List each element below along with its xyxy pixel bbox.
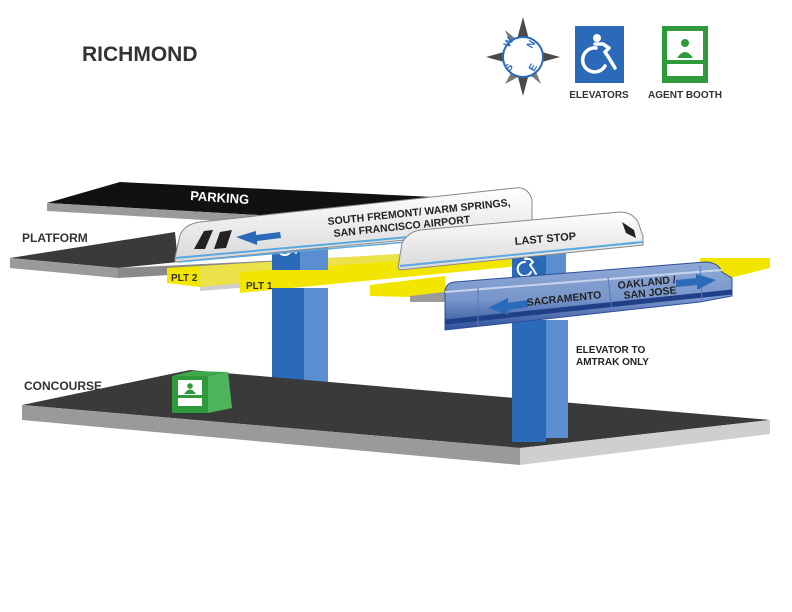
station-title: RICHMOND xyxy=(82,43,198,66)
agent-booth-legend-icon xyxy=(662,26,708,83)
agent-booth-icon xyxy=(172,371,232,413)
bart-train-last-stop xyxy=(397,211,644,271)
concourse-level xyxy=(22,370,770,465)
compass-e-label: E xyxy=(527,62,540,74)
oakland-direction-arrow xyxy=(676,274,716,290)
parking-label: PARKING xyxy=(190,188,250,207)
elevators-legend-icon xyxy=(575,26,624,83)
amtrak-note-line1: ELEVATOR TO xyxy=(576,345,645,356)
south-direction-arrow xyxy=(236,231,281,245)
last-stop-label: LAST STOP xyxy=(514,231,576,248)
compass-icon: N E S W xyxy=(486,17,560,96)
agent-booth-legend-label: AGENT BOOTH xyxy=(648,90,722,101)
platform-label: PLATFORM xyxy=(22,231,88,245)
concourse-label: CONCOURSE xyxy=(24,379,102,393)
plt1-label: PLT 1 xyxy=(246,281,273,292)
platform-2 xyxy=(167,266,200,287)
compass-s-label: S xyxy=(503,62,516,74)
compass-n-label: N xyxy=(525,39,538,51)
amtrak-note-line2: AMTRAK ONLY xyxy=(576,357,649,368)
oakland-line2: SAN JOSE xyxy=(623,284,677,301)
plt2-label: PLT 2 xyxy=(171,273,198,284)
sacramento-direction-arrow xyxy=(488,298,528,315)
elevators-legend-label: ELEVATORS xyxy=(569,90,629,101)
